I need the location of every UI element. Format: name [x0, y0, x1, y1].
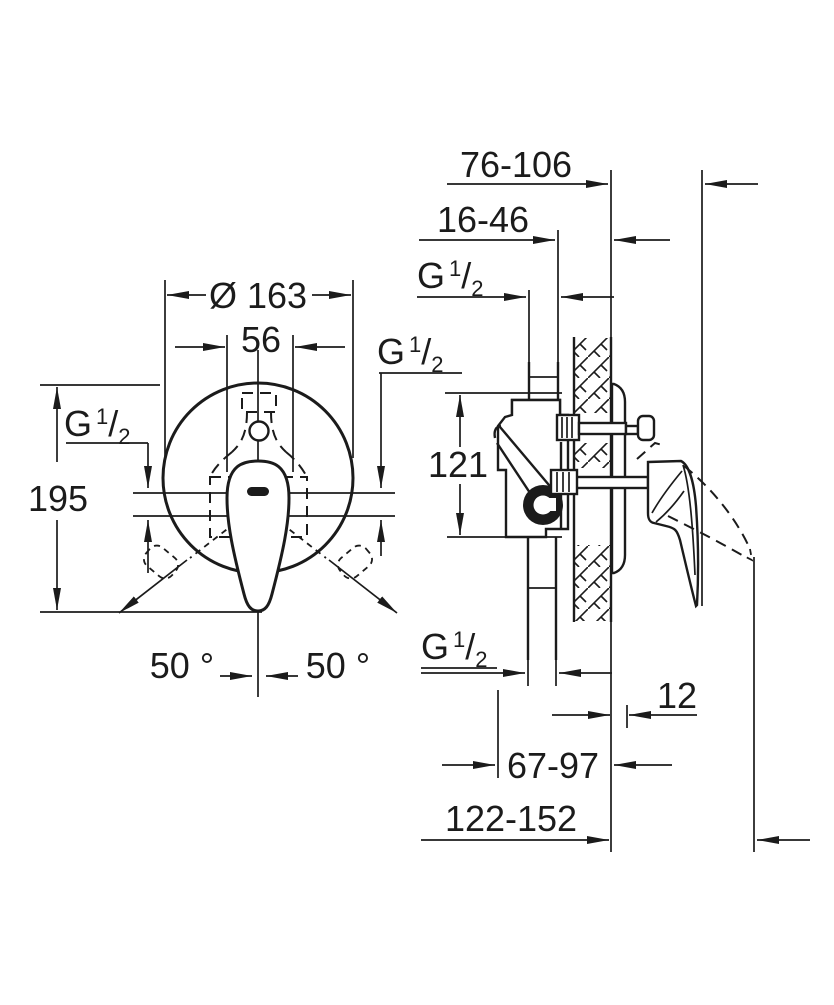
bottom-connection-pipe — [526, 537, 558, 660]
lever-handle-front — [225, 459, 291, 613]
dim-body-height: 121 — [428, 444, 488, 485]
lever-handle-side — [646, 459, 700, 609]
lever-swing-positions — [143, 544, 373, 580]
lever-tip-left-position — [143, 544, 179, 580]
dim-front-diameter: Ø 163 — [209, 275, 307, 316]
screw-knob-head — [636, 414, 656, 442]
dimension-labels: Ø 163 56 195 50 ° 50 ° 76-106 16-46 121 … — [28, 144, 697, 839]
handle-logo-dash — [247, 487, 269, 496]
mounting-screw — [555, 413, 656, 442]
inlet-port-notch — [545, 498, 556, 511]
dim-plate-offset: 12 — [657, 675, 697, 716]
side-view — [417, 170, 810, 852]
dim-max-projection: 122-152 — [445, 798, 577, 839]
side-dimension-lines — [417, 180, 810, 844]
lever-handle-raised-position — [636, 441, 754, 562]
front-view — [40, 280, 462, 697]
concealed-valve-body — [493, 398, 570, 539]
dim-front-height: 195 — [28, 478, 88, 519]
body-contour-line — [495, 442, 536, 500]
fixing-screw-front — [248, 420, 270, 442]
lever-tip-right-position — [337, 544, 373, 580]
wall-section — [572, 337, 613, 622]
dim-recess-depth: 67-97 — [507, 745, 599, 786]
dim-angle-left: 50 ° — [150, 645, 214, 686]
valve-spindle — [549, 468, 650, 496]
dim-angle-right: 50 ° — [306, 645, 370, 686]
dim-handle-projection: 76-106 — [460, 144, 572, 185]
dim-installation-depth: 16-46 — [437, 199, 529, 240]
dim-front-grip-width: 56 — [241, 319, 281, 360]
body-contour-line — [499, 426, 555, 492]
